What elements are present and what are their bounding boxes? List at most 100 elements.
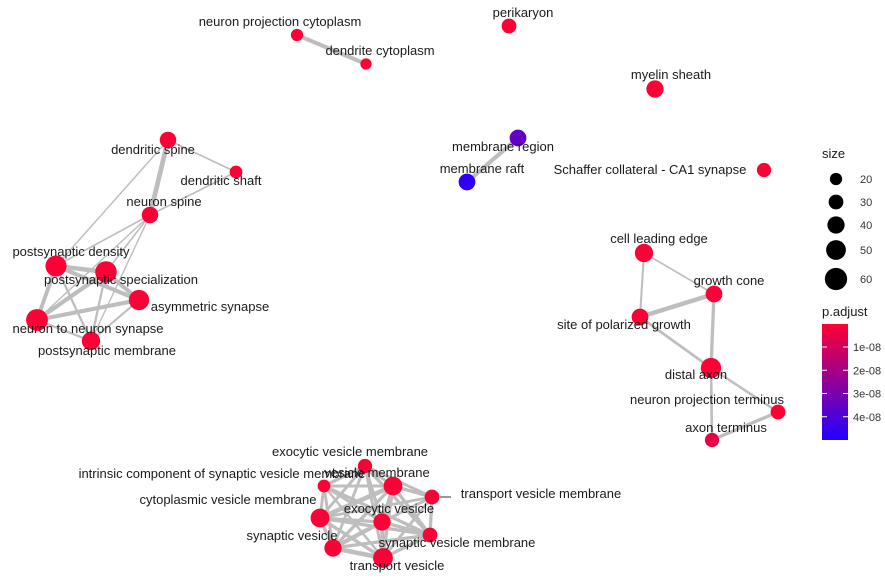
node-cell_leading_edge[interactable] (634, 243, 654, 263)
node-label-exocytic_vesicle: exocytic vesicle (344, 501, 434, 516)
node-exocytic_vesicle_membrane[interactable] (357, 458, 373, 474)
node-label-synaptic_vesicle_membrane: synaptic vesicle membrane (379, 535, 536, 550)
color-legend-label: 2e-08 (853, 365, 881, 377)
node-exocytic_vesicle[interactable] (373, 513, 391, 531)
edge-distal_axon-axon_terminus (709, 366, 714, 442)
node-membrane_raft[interactable] (458, 173, 476, 191)
edge-postsynaptic_density-asymmetric_synapse (53, 263, 142, 303)
size-legend-dot (824, 267, 848, 291)
node-myelin_sheath[interactable] (646, 80, 664, 98)
node-neuron_spine[interactable] (141, 206, 159, 224)
color-legend-label: 3e-08 (853, 389, 881, 401)
node-label-postsynaptic_specialization: postsynaptic specialization (44, 272, 198, 287)
node-membrane_region[interactable] (509, 129, 527, 147)
node-dendrite_cytoplasm[interactable] (360, 58, 372, 70)
node-distal_axon[interactable] (700, 357, 722, 379)
node-postsynaptic_specialization[interactable] (95, 261, 117, 283)
size-legend-label: 30 (860, 197, 872, 209)
size-legend-label: 50 (860, 245, 872, 257)
node-dendritic_shaft[interactable] (229, 165, 243, 179)
edge-site_of_polarized_growth-distal_axon (638, 315, 713, 370)
node-label-cytoplasmic_vesicle_membrane: cytoplasmic vesicle membrane (139, 492, 316, 507)
size-legend-dot (826, 240, 846, 260)
node-perikaryon[interactable] (501, 18, 517, 34)
node-axon_terminus[interactable] (704, 432, 720, 448)
edge-cell_leading_edge-site_of_polarized_growth (638, 251, 646, 319)
size-legend-dot (829, 172, 843, 186)
node-label-dendrite_cytoplasm: dendrite cytoplasm (325, 43, 434, 58)
edge-transport_vesicle_membrane-cytoplasmic_vesicle_membrane (318, 495, 434, 520)
node-label-neuron_spine: neuron spine (126, 194, 201, 209)
edge-growth_cone-site_of_polarized_growth (637, 291, 717, 320)
edge-transport_vesicle_membrane-exocytic_vesicle (380, 495, 434, 524)
node-postsynaptic_membrane[interactable] (81, 331, 101, 351)
node-label-neuron_to_neuron_synapse: neuron to neuron synapse (12, 321, 163, 336)
node-label-postsynaptic_density: postsynaptic density (12, 244, 130, 259)
size-legend-label: 20 (860, 174, 872, 186)
node-label-axon_terminus: axon terminus (685, 420, 767, 435)
color-legend-title: p.adjust (822, 304, 868, 319)
node-label-cell_leading_edge: cell leading edge (610, 231, 708, 246)
node-label-membrane_raft: membrane raft (440, 161, 525, 176)
color-legend: p.adjust 1e-08 2e-08 3e-08 4e-08 (822, 304, 881, 440)
node-dendritic_spine[interactable] (159, 131, 177, 149)
node-postsynaptic_density[interactable] (45, 255, 67, 277)
node-label-myelin_sheath: myelin sheath (631, 67, 711, 82)
node-label-dendritic_shaft: dendritic shaft (181, 173, 262, 188)
node-synaptic_vesicle_membrane[interactable] (422, 527, 438, 543)
node-label-asymmetric_synapse: asymmetric synapse (151, 299, 269, 314)
node-label-dendritic_spine: dendritic spine (111, 142, 195, 157)
edge-postsynaptic_specialization-neuron_to_neuron_synapse (34, 269, 109, 323)
edge-postsynaptic_density-postsynaptic_membrane (54, 264, 93, 343)
edge-dendritic_spine-dendritic_shaft (167, 139, 237, 173)
node-layer (26, 18, 786, 568)
edge-cell_leading_edge-growth_cone (643, 252, 715, 295)
node-label-exocytic_vesicle_membrane: exocytic vesicle membrane (272, 444, 428, 459)
color-legend-label: 1e-08 (853, 342, 881, 354)
edge-dendritic_spine-neuron_spine (147, 137, 171, 218)
size-legend-label: 60 (860, 274, 872, 286)
node-intrinsic_component_svm[interactable] (317, 479, 331, 493)
node-growth_cone[interactable] (705, 285, 723, 303)
node-label-neuron_projection_cytoplasm: neuron projection cytoplasm (199, 14, 362, 29)
node-synaptic_vesicle[interactable] (324, 539, 342, 557)
node-cytoplasmic_vesicle_membrane[interactable] (310, 508, 330, 528)
node-label-vesicle_membrane: vesicle membrane (324, 465, 430, 480)
edge-membrane_region-membrane_raft (464, 135, 521, 185)
node-label-transport_vesicle: transport vesicle (350, 558, 445, 573)
node-neuron_projection_terminus[interactable] (770, 404, 786, 420)
node-neuron_to_neuron_synapse[interactable] (26, 309, 48, 331)
edge-neuron_spine-postsynaptic_membrane (90, 214, 151, 342)
node-label-synaptic_vesicle: synaptic vesicle (246, 528, 337, 543)
node-site_of_polarized_growth[interactable] (631, 308, 649, 326)
node-vesicle_membrane[interactable] (383, 476, 403, 496)
node-label-postsynaptic_membrane: postsynaptic membrane (38, 343, 176, 358)
node-label-distal_axon: distal axon (665, 367, 727, 382)
node-label-transport_vesicle_membrane: transport vesicle membrane (461, 486, 621, 501)
edge-asymmetric_synapse-neuron_to_neuron_synapse (34, 297, 142, 323)
color-legend-bar (822, 324, 848, 440)
node-label-site_of_polarized_growth: site of polarized growth (557, 317, 691, 332)
node-schaffer_collateral[interactable] (756, 162, 772, 178)
label-layer: neuron projection cytoplasm dendrite cyto… (12, 5, 784, 573)
edge-vesicle_membrane-synaptic_vesicle_membrane (391, 484, 432, 537)
node-transport_vesicle[interactable] (373, 548, 393, 568)
edge-neuron_spine-postsynaptic_specialization (105, 214, 151, 273)
node-label-perikaryon: perikaryon (493, 5, 554, 20)
color-legend-label: 4e-08 (853, 412, 881, 424)
node-label-intrinsic_component_svm: intrinsic component of synaptic vesicle … (79, 466, 366, 481)
edge-neuron_spine-neuron_to_neuron_synapse (36, 214, 151, 321)
edge-asymmetric_synapse-postsynaptic_membrane (89, 298, 141, 343)
node-asymmetric_synapse[interactable] (128, 289, 150, 311)
node-neuron_projection_cytoplasm[interactable] (290, 28, 304, 42)
edge-intrinsic_component_svm-synaptic_vesicle_membrane (322, 484, 432, 537)
edge-neuron_projection_cytoplasm-dendrite_cytoplasm (294, 32, 369, 67)
node-label-membrane_region: membrane region (452, 139, 554, 154)
edge-neuron_spine-dendritic_shaft (149, 171, 237, 216)
edge-neuron_spine-postsynaptic_density (55, 214, 151, 267)
node-transport_vesicle_membrane[interactable] (424, 489, 440, 505)
size-legend-label: 40 (860, 220, 872, 232)
edge-exocytic_vesicle-synaptic_vesicle (330, 519, 385, 551)
size-legend-dot (827, 216, 845, 234)
